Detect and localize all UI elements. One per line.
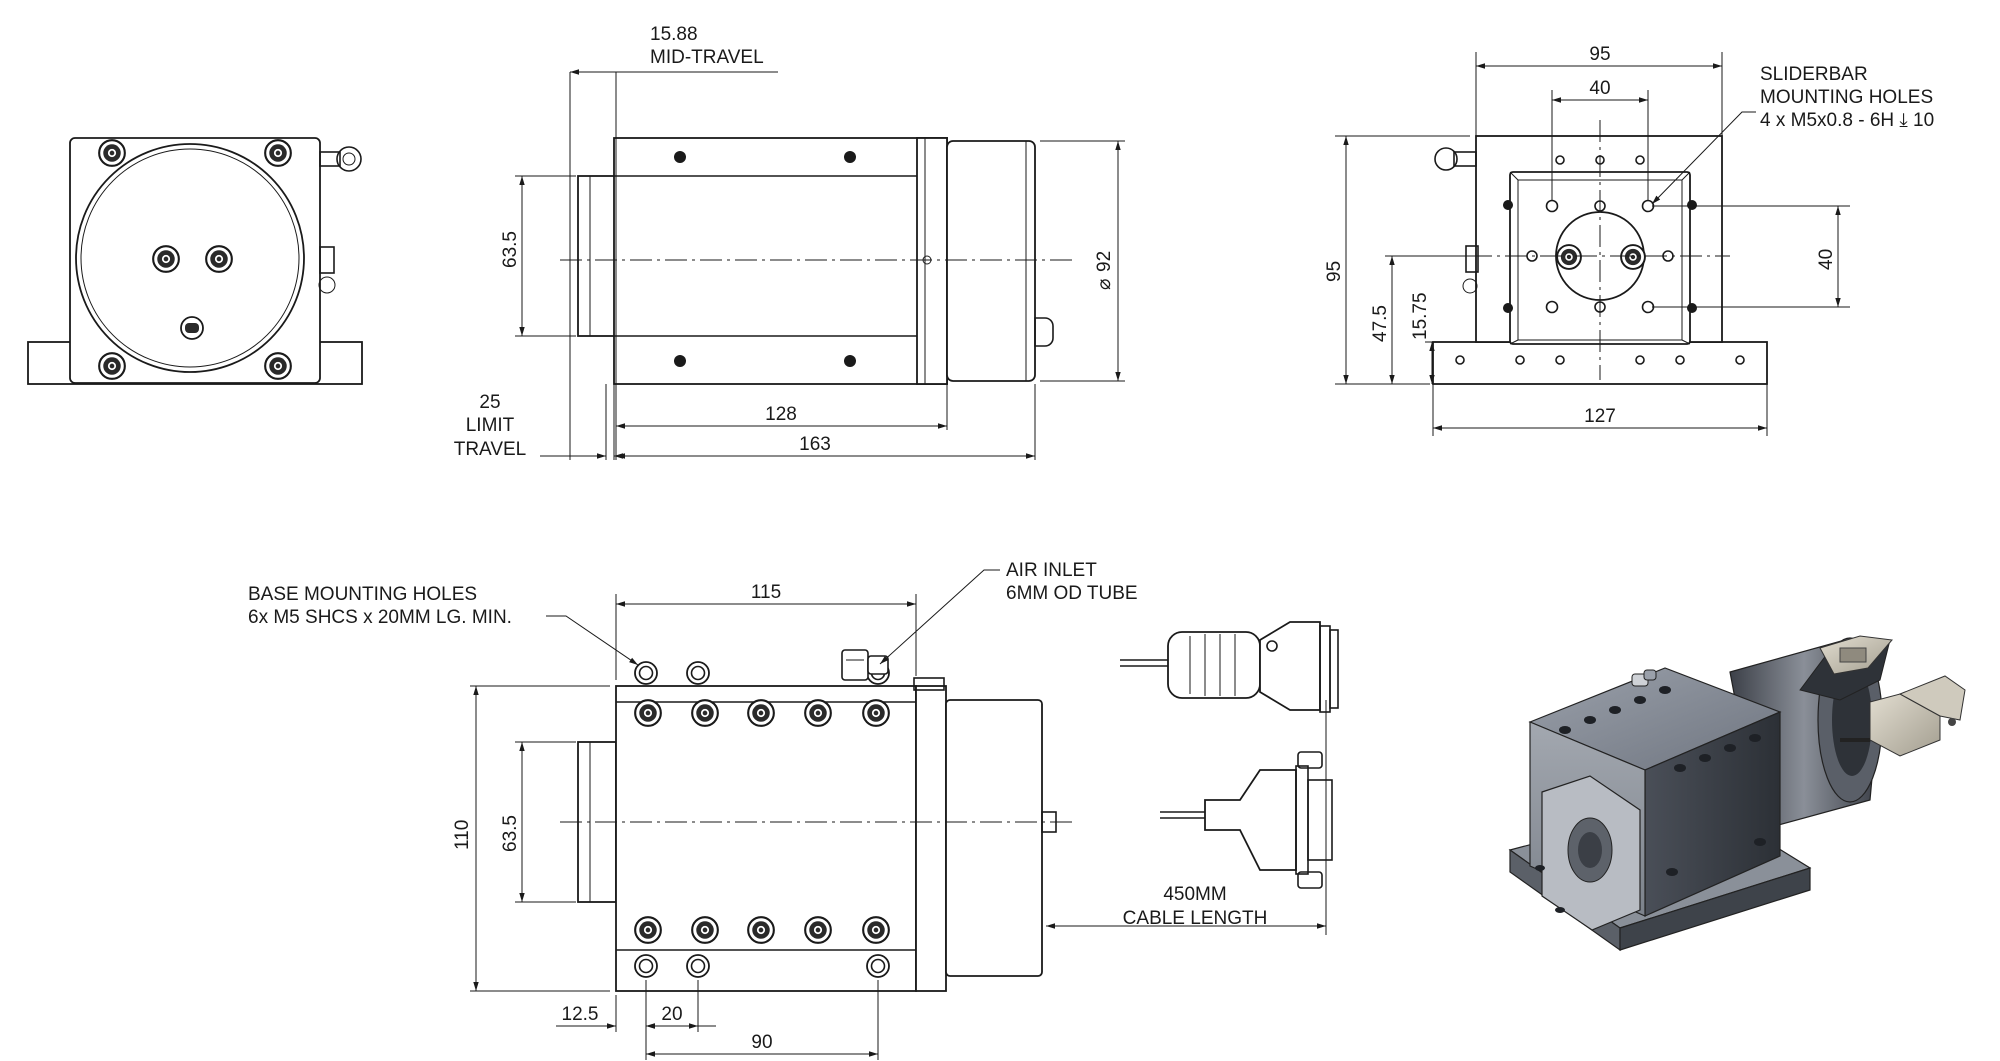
air-inlet-note-line1: AIR INLET [1006, 560, 1097, 581]
top-screw [634, 699, 662, 727]
air-inlet-note-line2: 6MM OD TUBE [1006, 583, 1138, 604]
side-height-dim: 63.5 [500, 231, 521, 268]
end-center-screw [1556, 244, 1582, 270]
top-spacing-dim: 20 [661, 1004, 682, 1025]
mid-travel-value: 15.88 [650, 24, 698, 45]
side-view: 15.88 MID-TRAVEL 63.5 ⌀ 92 25 LIMIT TRAV… [454, 24, 1125, 460]
top-hole-span: 90 [751, 1032, 772, 1053]
front-corner-screw [264, 352, 292, 380]
top-view: 115 110 63.5 12.5 20 90 450MM CABLE LENG… [248, 560, 1339, 1060]
side-slider-bar [577, 175, 617, 337]
base-holes-note-line1: BASE MOUNTING HOLES [248, 584, 477, 605]
limit-travel-line1: LIMIT [466, 415, 515, 436]
top-screw [691, 699, 719, 727]
cable-connector-top [1120, 621, 1339, 713]
diameter-symbol: ⌀ [1094, 279, 1115, 290]
front-center-screw [152, 245, 180, 273]
cable-length-value: 450MM [1163, 884, 1226, 905]
body-length-dim: 128 [765, 404, 797, 425]
diameter-value: 92 [1094, 251, 1115, 272]
top-inner-height: 63.5 [500, 815, 521, 852]
top-screw [747, 699, 775, 727]
cable-connector-bottom [1160, 751, 1333, 889]
end-center-screw [1620, 244, 1646, 270]
base-mounting-hole [634, 661, 658, 685]
sliderbar-note-line1: SLIDERBAR [1760, 64, 1868, 85]
air-inlet-leader [879, 569, 1000, 665]
end-hole-spacing-right: 40 [1816, 249, 1837, 270]
front-center-screw [205, 245, 233, 273]
end-view: 95 40 95 47.5 15.75 40 127 SLIDERBAR MOU… [1324, 44, 1934, 436]
side-connector-stub [1034, 317, 1054, 347]
top-end-plate [915, 685, 947, 992]
front-slot-hole [180, 316, 204, 340]
base-mounting-hole [686, 954, 710, 978]
top-overall-height: 110 [452, 820, 473, 850]
front-view [27, 137, 363, 385]
sliderbar-mounting-holes [1545, 199, 1655, 314]
end-base-width: 127 [1584, 406, 1616, 427]
end-hole-spacing-top: 40 [1589, 78, 1610, 99]
top-width-dim: 115 [751, 582, 781, 603]
top-screw [804, 916, 832, 944]
iso-air-fitting [1631, 669, 1657, 687]
base-holes-note-line2: 6x M5 SHCS x 20MM LG. MIN. [248, 607, 512, 628]
top-screw [691, 916, 719, 944]
isometric-view [1508, 635, 1966, 952]
front-air-fitting [318, 146, 362, 294]
sliderbar-note-line2: MOUNTING HOLES [1760, 87, 1933, 108]
base-mounting-hole [866, 954, 890, 978]
limit-travel-line2: TRAVEL [454, 439, 527, 460]
side-motor [946, 140, 1036, 382]
base-mounting-hole [634, 954, 658, 978]
sliderbar-leader [1651, 111, 1756, 205]
front-motor-circle [75, 143, 305, 373]
end-width-top: 95 [1589, 44, 1610, 65]
end-air-fitting [1434, 147, 1479, 294]
front-corner-screw [98, 352, 126, 380]
cable-length-label: CABLE LENGTH [1123, 908, 1268, 929]
top-screw [747, 916, 775, 944]
iso-top-screws [1535, 686, 1766, 913]
side-stage-body [613, 137, 948, 385]
limit-travel-value: 25 [479, 392, 500, 413]
mid-travel-label: MID-TRAVEL [650, 47, 764, 68]
base-holes-leader [546, 615, 639, 666]
top-screw [804, 699, 832, 727]
front-corner-screw [264, 139, 292, 167]
top-screw [862, 916, 890, 944]
top-screw [862, 699, 890, 727]
top-stage-body [615, 685, 917, 992]
top-screw [634, 916, 662, 944]
end-height-mid: 47.5 [1370, 305, 1391, 342]
overall-length-dim: 163 [799, 434, 831, 455]
base-mounting-hole [686, 661, 710, 685]
sliderbar-note-line3: 4 x M5x0.8 - 6H ⤓ 10 [1760, 110, 1934, 131]
front-corner-screw [98, 139, 126, 167]
side-end-plate [916, 137, 948, 385]
top-motor [945, 699, 1043, 977]
iso-connector [1799, 635, 1966, 757]
end-height-low: 15.75 [1410, 292, 1431, 340]
end-height-left: 95 [1324, 261, 1345, 282]
top-offset-dim: 12.5 [562, 1004, 599, 1025]
